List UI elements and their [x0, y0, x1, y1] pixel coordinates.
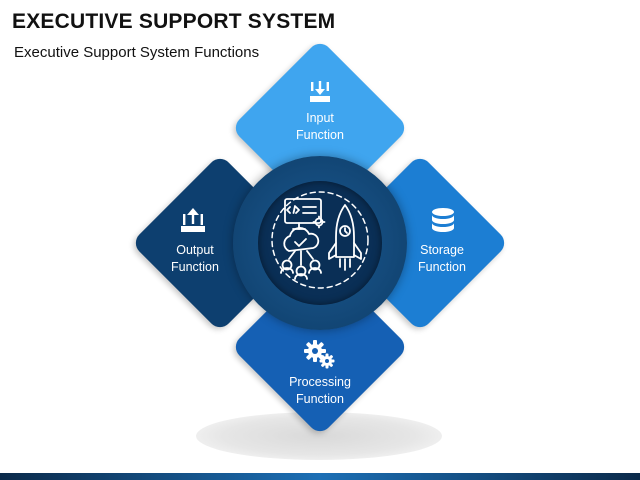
footer-bar — [0, 473, 640, 480]
output-function-label: Output Function — [140, 242, 250, 276]
input-function-label: Input Function — [265, 110, 375, 144]
storage-function-label: Storage Function — [387, 242, 497, 276]
system-network-rocket-icon — [271, 191, 369, 289]
processing-function-label: Processing Function — [265, 374, 375, 408]
storage-function-label-line2: Function — [418, 260, 466, 274]
processing-function-label-line1: Processing — [289, 375, 351, 389]
input-function-label-line2: Function — [296, 128, 344, 142]
page-title: EXECUTIVE SUPPORT SYSTEM — [12, 10, 336, 33]
database-icon — [432, 208, 454, 232]
center-core — [258, 181, 382, 305]
storage-function-label-line1: Storage — [420, 243, 464, 257]
output-function-label-line1: Output — [176, 243, 214, 257]
input-function-label-line1: Input — [306, 111, 334, 125]
inbox-download-icon — [310, 81, 330, 102]
page-subtitle: Executive Support System Functions — [14, 44, 260, 61]
tray-upload-icon — [181, 208, 205, 232]
processing-function-label-line2: Function — [296, 392, 344, 406]
output-function-label-line2: Function — [171, 260, 219, 274]
gears-icon — [304, 340, 335, 369]
